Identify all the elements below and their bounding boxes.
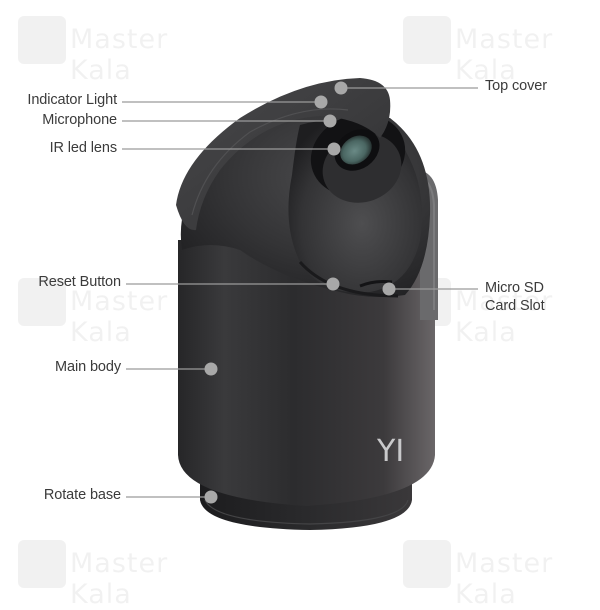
- main-body-dot: [204, 362, 218, 376]
- watermark-logo-icon: [18, 278, 66, 326]
- watermark-text: Master Kala: [70, 286, 169, 348]
- watermark-text: Master Kala: [455, 24, 554, 86]
- watermark: Master Kala: [403, 540, 600, 610]
- callout-lines: [122, 87, 478, 498]
- watermark-text: Master Kala: [455, 286, 554, 348]
- label-microphone: Microphone: [42, 112, 117, 128]
- top-cover-dot: [334, 81, 348, 95]
- watermark-logo-icon: [18, 16, 66, 64]
- indicator-light-dot: [314, 95, 328, 109]
- label-top-cover: Top cover: [485, 78, 547, 94]
- yi-logo-icon: YI: [376, 434, 404, 469]
- label-micro-sd-line2: Card Slot: [485, 298, 545, 314]
- svg-text:YI: YI: [376, 434, 404, 469]
- label-rotate-base: Rotate base: [43, 487, 121, 503]
- label-reset-button: Reset Button: [38, 274, 121, 290]
- watermark-logo-icon: [403, 16, 451, 64]
- ir-led-lens-dot: [327, 142, 341, 156]
- watermark: Master Kala: [18, 278, 218, 348]
- rotate-base-dot: [204, 490, 218, 504]
- callout-dots: [204, 81, 396, 504]
- watermark-logo-icon: [403, 540, 451, 588]
- label-ir-led-lens: IR led lens: [49, 140, 118, 156]
- top-cover-part: [176, 78, 391, 231]
- microphone-dot: [323, 114, 337, 128]
- micro-sd-slot-dot: [382, 282, 396, 296]
- reset-button-dot: [326, 277, 340, 291]
- head-dome-part: [180, 112, 431, 298]
- label-indicator-light: Indicator Light: [27, 92, 117, 108]
- label-main-body: Main body: [55, 359, 121, 375]
- watermark-text: Master Kala: [70, 24, 169, 86]
- watermark: Master Kala: [18, 16, 218, 86]
- watermark-logo-icon: [18, 540, 66, 588]
- watermark: Master Kala: [403, 16, 600, 86]
- label-micro-sd-line1: Micro SD: [485, 280, 544, 296]
